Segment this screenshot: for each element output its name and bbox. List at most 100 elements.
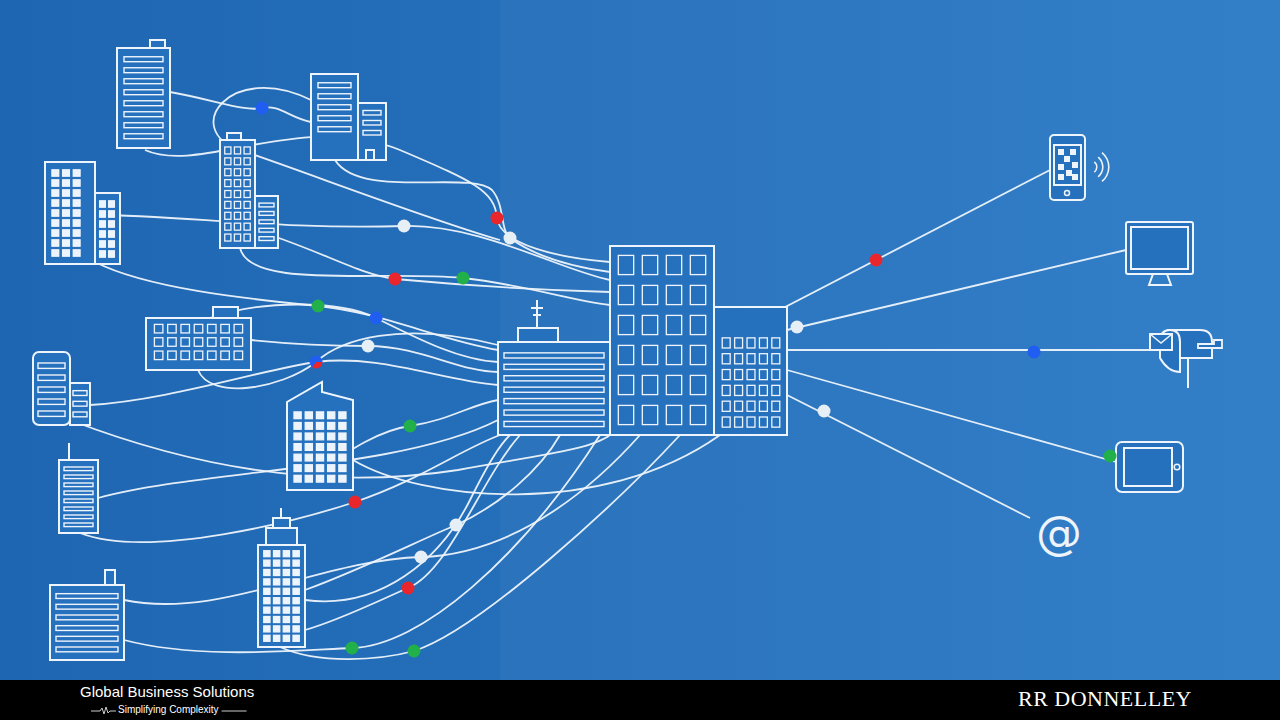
window-band (56, 594, 118, 599)
building-body (59, 460, 98, 533)
window (294, 475, 301, 482)
window (109, 221, 115, 227)
window (293, 598, 299, 604)
window (747, 417, 755, 427)
window (283, 560, 289, 566)
building-body (258, 545, 305, 647)
window (305, 433, 312, 440)
window (264, 551, 270, 557)
window (181, 351, 190, 360)
window-band (73, 412, 87, 417)
window (100, 241, 106, 247)
phone-screen (1054, 145, 1081, 185)
window (73, 190, 80, 196)
qr-cell (1058, 149, 1064, 155)
data-packet (870, 254, 883, 267)
building (117, 40, 170, 148)
window (264, 607, 270, 613)
window-band (124, 134, 163, 139)
data-packet (457, 272, 470, 285)
window (274, 579, 280, 585)
window (759, 354, 767, 364)
monitor-screen (1131, 227, 1188, 269)
building (45, 162, 120, 264)
annex (358, 103, 386, 160)
data-packet (415, 551, 428, 564)
window (244, 201, 250, 208)
window (63, 230, 70, 236)
window-band (56, 636, 118, 641)
window (293, 551, 299, 557)
window (52, 240, 59, 246)
window (244, 147, 250, 154)
monitor-stand (1149, 274, 1171, 285)
building (146, 307, 251, 370)
packets (256, 102, 1117, 658)
data-packet (310, 356, 323, 369)
window (264, 560, 270, 566)
window (264, 616, 270, 622)
flow-line (760, 170, 1050, 320)
roof-block (266, 528, 297, 545)
window (690, 285, 705, 304)
window (154, 324, 163, 333)
window (735, 417, 743, 427)
window-band (56, 615, 118, 620)
window (618, 375, 633, 394)
window-band (318, 105, 351, 110)
email-symbol: @ (1036, 510, 1082, 556)
window (63, 190, 70, 196)
window (293, 560, 299, 566)
data-packet (402, 582, 415, 595)
phone-button (1065, 191, 1070, 196)
window (100, 201, 106, 207)
window (63, 220, 70, 226)
window-band (38, 399, 65, 404)
building (50, 570, 124, 660)
window (221, 351, 230, 360)
window (234, 169, 240, 176)
window (735, 385, 743, 395)
window-band (259, 237, 274, 241)
building-body (287, 382, 353, 490)
window (234, 234, 240, 241)
window (244, 180, 250, 187)
data-packet (1104, 450, 1117, 463)
window (305, 454, 312, 461)
tablet-icon (1116, 442, 1183, 492)
flow-line (787, 395, 1030, 518)
window (73, 200, 80, 206)
window (73, 230, 80, 236)
window (328, 412, 335, 419)
window (642, 315, 657, 334)
window (194, 324, 203, 333)
window (283, 588, 289, 594)
window (759, 401, 767, 411)
window (305, 444, 312, 451)
tablet-button (1174, 464, 1180, 470)
window-band (124, 90, 163, 95)
window (244, 212, 250, 219)
window (283, 635, 289, 641)
data-packet (362, 340, 375, 353)
window (73, 250, 80, 256)
envelope (1150, 334, 1172, 350)
window-band (259, 212, 274, 216)
window (225, 223, 231, 230)
window (168, 324, 177, 333)
roof-block (213, 307, 238, 318)
window (234, 212, 240, 219)
footer-title: Global Business Solutions (80, 683, 254, 700)
window (63, 240, 70, 246)
window (642, 255, 657, 274)
window (63, 250, 70, 256)
window-band (64, 515, 93, 519)
data-packet (346, 642, 359, 655)
qr-cell (1066, 170, 1072, 176)
window (690, 375, 705, 394)
building-body (610, 246, 714, 435)
annex (95, 193, 120, 264)
window (274, 569, 280, 575)
window-band (73, 391, 87, 396)
